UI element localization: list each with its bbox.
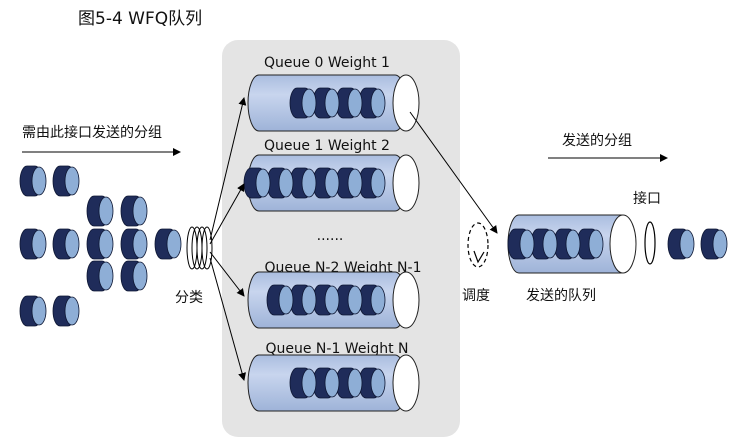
queued-packet [358, 87, 386, 119]
outgoing-packets [667, 228, 728, 260]
classify-label: 分类 [175, 290, 203, 306]
classification-arrows [209, 97, 247, 381]
queued-packet [266, 167, 294, 199]
queued-packet [335, 167, 363, 199]
queued-packet [266, 284, 294, 316]
queued-packet [358, 367, 386, 399]
queued-packet [312, 87, 340, 119]
queued-packet [289, 284, 317, 316]
queued-packet [335, 87, 363, 119]
queue-0-label: Queue 0 Weight 1 [264, 55, 390, 71]
incoming-packet [120, 195, 148, 227]
queue-panel [222, 40, 460, 437]
figure-title: 图5-4 WFQ队列 [78, 9, 203, 29]
incoming-packet [19, 295, 47, 327]
queue-1-label: Queue 1 Weight 2 [264, 138, 390, 154]
ellipsis-label: ...... [317, 228, 344, 244]
send-queue-packet [576, 228, 604, 260]
send-queue-tube [507, 214, 637, 274]
interface-ring [644, 221, 656, 265]
queued-packet [358, 284, 386, 316]
queued-packet [312, 167, 340, 199]
queued-packet [335, 367, 363, 399]
send-queue-packet [507, 228, 535, 260]
incoming-label: 需由此接口发送的分组 [22, 124, 162, 141]
schedule-label: 调度 [462, 288, 490, 304]
queued-packet [289, 367, 317, 399]
send-queue-label: 发送的队列 [526, 288, 596, 304]
incoming-packet [19, 165, 47, 197]
scheduler-arrow [409, 111, 498, 234]
outgoing-label: 发送的分组 [562, 133, 632, 149]
schedule-icon [467, 222, 489, 268]
queue-n1-label: Queue N-1 Weight N [265, 341, 408, 357]
interface-label: 接口 [633, 190, 661, 207]
queue-n1-tube [247, 354, 420, 412]
queue-1-tube [243, 154, 420, 212]
incoming-packet [52, 228, 80, 260]
send-queue-packet [530, 228, 558, 260]
incoming-packet [154, 228, 182, 260]
incoming-packets [19, 165, 182, 327]
incoming-packet [19, 228, 47, 260]
incoming-packet [86, 260, 114, 292]
outgoing-packet [700, 228, 728, 260]
classifier-rings [186, 226, 213, 270]
incoming-packet [86, 195, 114, 227]
queue-0-tube [247, 74, 420, 132]
incoming-packet [52, 295, 80, 327]
queued-packet [289, 167, 317, 199]
queued-packet [289, 87, 317, 119]
queued-packet [335, 284, 363, 316]
queued-packet [358, 167, 386, 199]
incoming-packet [86, 228, 114, 260]
outgoing-packet [667, 228, 695, 260]
incoming-packet [120, 260, 148, 292]
incoming-packet [52, 165, 80, 197]
queue-n2-tube [247, 271, 420, 329]
incoming-packet [120, 228, 148, 260]
queued-packet [243, 167, 271, 199]
queued-packet [312, 284, 340, 316]
queued-packet [312, 367, 340, 399]
send-queue-packet [553, 228, 581, 260]
